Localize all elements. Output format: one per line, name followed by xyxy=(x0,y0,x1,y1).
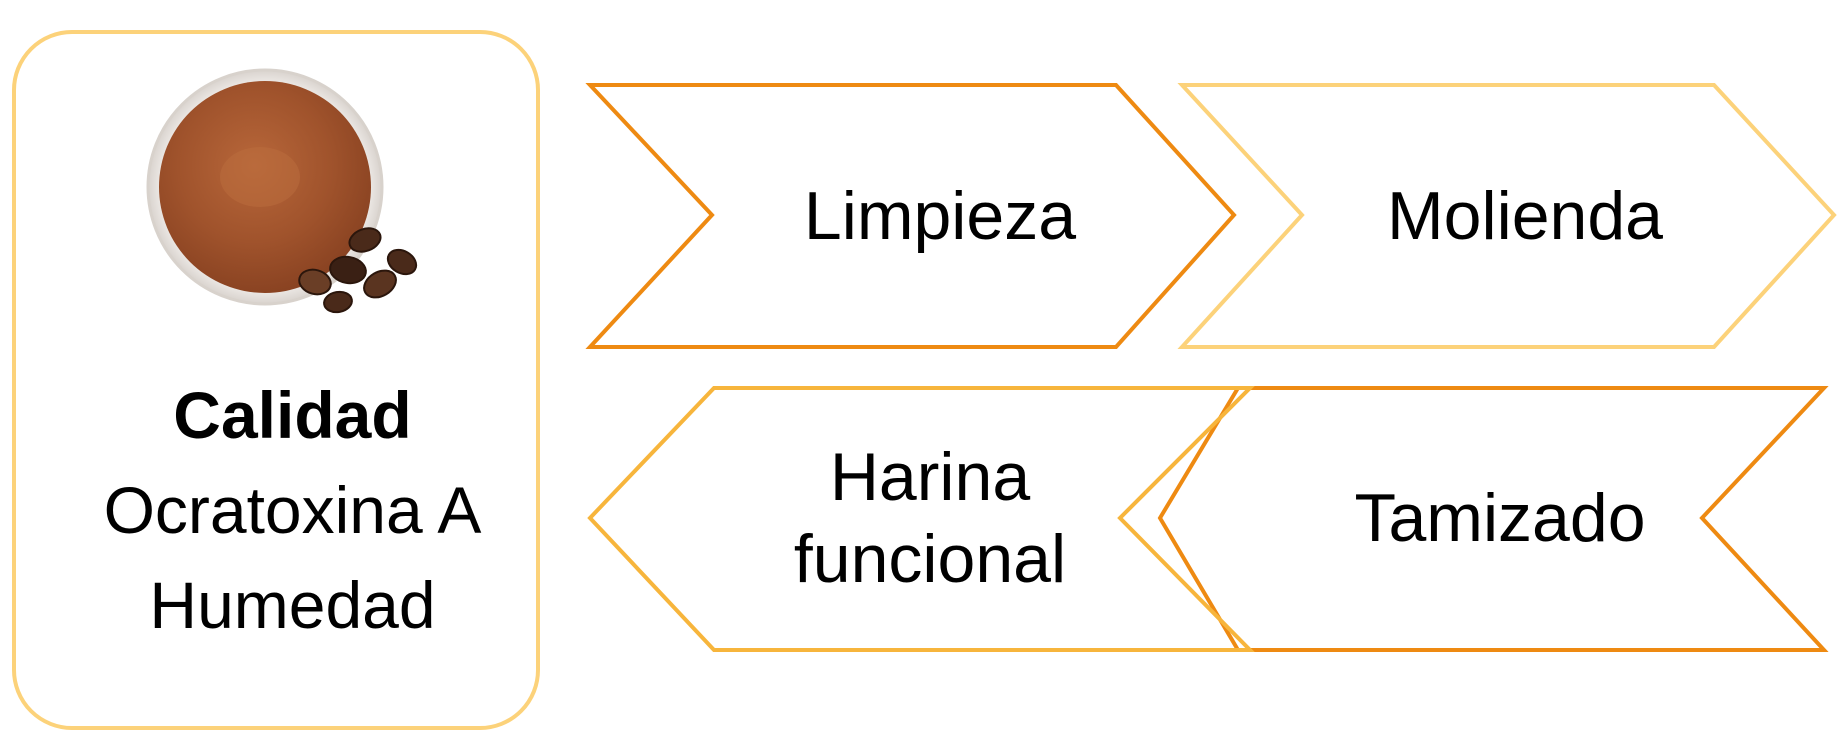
chevron-limpieza xyxy=(585,83,1237,349)
cocoa-beans xyxy=(298,227,418,314)
step-label-limpieza: Limpieza xyxy=(803,178,1077,254)
chevron-harina-funcional xyxy=(587,386,1255,652)
step-label-tamizado: Tamizado xyxy=(1354,480,1646,556)
quality-item-ochratoxin: Ocratoxina A xyxy=(103,473,482,547)
process-flow xyxy=(585,83,1837,652)
cocoa-powder-bowl-image xyxy=(146,68,418,314)
chevron-tamizado xyxy=(1157,386,1829,652)
step-label-harina-line2: funcional xyxy=(793,521,1067,597)
chevron-molienda xyxy=(1177,83,1837,349)
quality-title: Calidad xyxy=(173,378,412,452)
step-label-harina-line1: Harina xyxy=(829,439,1031,515)
quality-item-humidity: Humedad xyxy=(149,568,436,642)
step-label-molienda: Molienda xyxy=(1387,178,1663,254)
